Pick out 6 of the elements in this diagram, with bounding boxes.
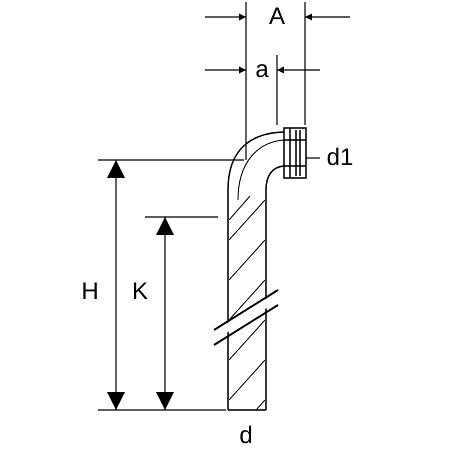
dimension-label: K — [132, 280, 148, 304]
dimension-label: H — [81, 280, 99, 304]
dimension-label: A — [269, 5, 285, 29]
dimension-label: d1 — [326, 146, 354, 170]
dimension-label: a — [255, 58, 269, 82]
dimension-label: d — [239, 424, 253, 448]
